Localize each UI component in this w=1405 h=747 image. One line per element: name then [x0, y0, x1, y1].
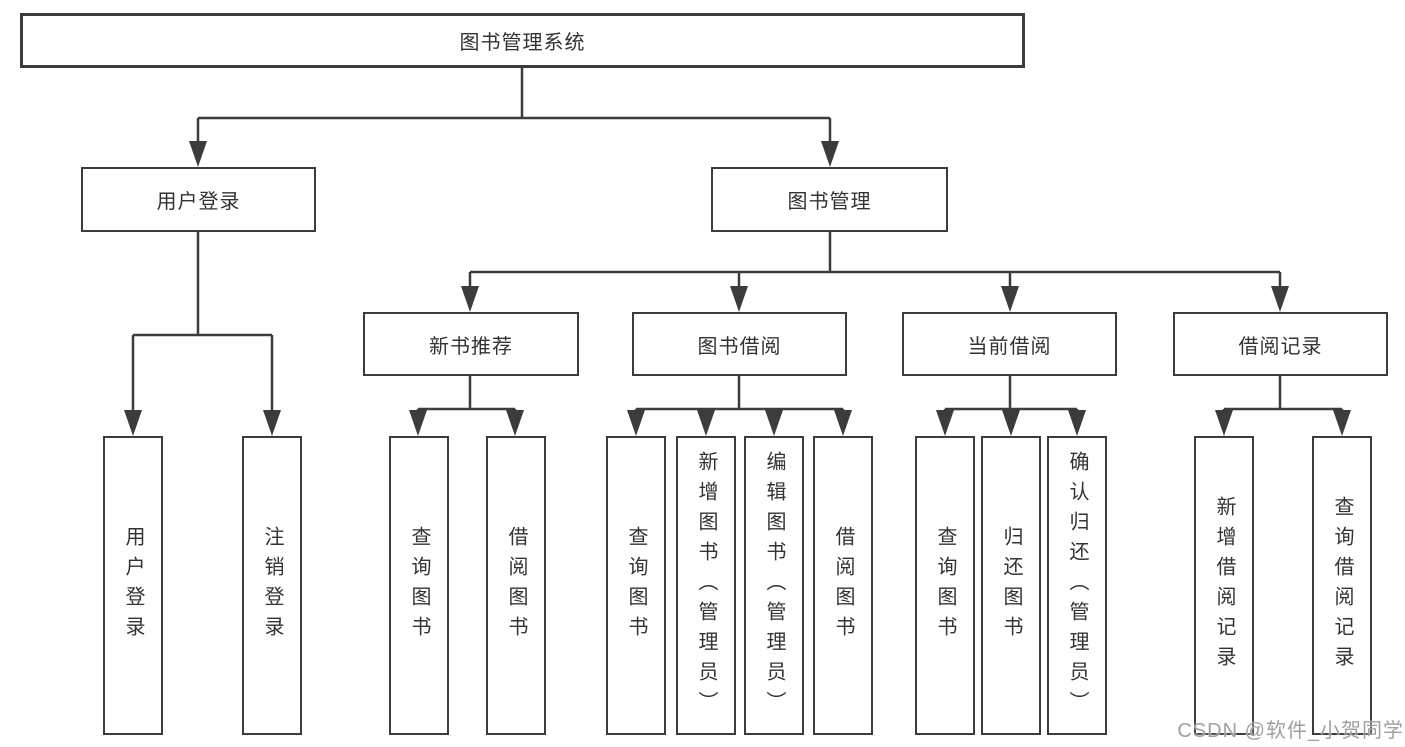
- leaf-label: 借阅图书: [832, 525, 854, 646]
- node-label: 图书管理: [787, 191, 872, 213]
- leaf-edit-book-admin: 编辑图书（管理员）: [744, 436, 804, 735]
- node-label: 用户登录: [156, 191, 241, 213]
- leaf-confirm-return-admin: 确认归还（管理员）: [1047, 436, 1107, 735]
- leaf-borrow-books: 借阅图书: [813, 436, 873, 735]
- leaf-search-books-recommend: 查询图书: [389, 436, 449, 735]
- node-label: 借阅记录: [1238, 335, 1323, 358]
- leaf-label: 查询图书: [408, 525, 430, 646]
- leaf-search-books-current: 查询图书: [915, 436, 975, 735]
- node-book-borrow: 图书借阅: [632, 312, 847, 376]
- leaf-logout: 注销登录: [242, 436, 302, 735]
- leaf-label: 新增图书（管理员）: [695, 450, 717, 721]
- leaf-label: 注销登录: [261, 525, 283, 646]
- node-user-login: 用户登录: [81, 167, 316, 232]
- leaf-label: 确认归还（管理员）: [1066, 450, 1088, 721]
- node-label: 图书借阅: [697, 335, 782, 358]
- leaf-add-borrow-record: 新增借阅记录: [1194, 436, 1254, 735]
- leaf-search-borrow-record: 查询借阅记录: [1312, 436, 1372, 735]
- leaf-label: 用户登录: [122, 525, 144, 646]
- leaf-user-login: 用户登录: [103, 436, 163, 735]
- leaf-add-book-admin: 新增图书（管理员）: [676, 436, 736, 735]
- node-label: 当前借阅: [967, 335, 1052, 358]
- leaf-label: 归还图书: [1000, 525, 1022, 646]
- node-current-borrow: 当前借阅: [902, 312, 1117, 376]
- leaf-label: 借阅图书: [505, 525, 527, 646]
- leaf-label: 查询借阅记录: [1331, 495, 1353, 676]
- leaf-borrow-books-recommend: 借阅图书: [486, 436, 546, 735]
- leaf-label: 新增借阅记录: [1213, 495, 1235, 676]
- leaf-label: 编辑图书（管理员）: [763, 450, 785, 721]
- watermark: CSDN @软件_小贺同学: [1177, 720, 1404, 742]
- node-book-management: 图书管理: [711, 167, 948, 232]
- node-new-book-recommend: 新书推荐: [363, 312, 579, 376]
- node-label: 图书管理系统: [459, 32, 586, 54]
- node-borrow-records: 借阅记录: [1173, 312, 1388, 376]
- node-library-management-system: 图书管理系统: [20, 13, 1025, 68]
- leaf-label: 查询图书: [934, 525, 956, 646]
- connector-arrowheads: [124, 141, 1351, 436]
- leaf-search-books-borrow: 查询图书: [606, 436, 666, 735]
- leaf-return-book: 归还图书: [981, 436, 1041, 735]
- leaf-label: 查询图书: [625, 525, 647, 646]
- node-label: 新书推荐: [429, 335, 513, 358]
